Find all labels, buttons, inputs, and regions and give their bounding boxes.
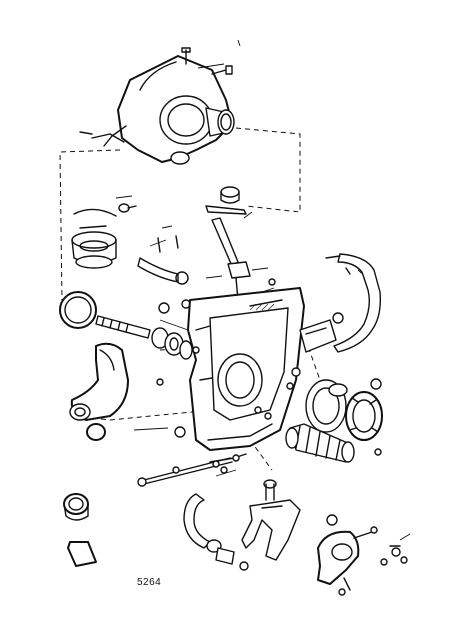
main-drive-housing: [187, 287, 337, 451]
lower-propeller-housing: [317, 526, 378, 596]
connector-hose: [137, 225, 189, 285]
seal-rings: [71, 203, 137, 269]
cooling-hose: [325, 253, 382, 353]
long-rod: [137, 453, 247, 487]
rubber-bellows: [285, 423, 355, 463]
figure-number: 5264: [137, 577, 162, 588]
exhaust-elbow: [69, 342, 129, 441]
leader-lines: [115, 195, 411, 541]
lower-pipe: [183, 493, 249, 571]
upper-gear-housing: [91, 55, 235, 165]
wire-clip: [67, 541, 97, 567]
seal-cup: [63, 493, 89, 521]
seal-housing: [305, 379, 348, 433]
shift-lever-assembly: [205, 186, 253, 301]
shift-fork: [241, 479, 301, 561]
reference-circles: [174, 312, 382, 526]
large-o-ring: [59, 291, 97, 329]
small-hardware: [156, 278, 408, 566]
bearing-flange: [345, 391, 383, 441]
housing-bolts: [79, 39, 241, 135]
